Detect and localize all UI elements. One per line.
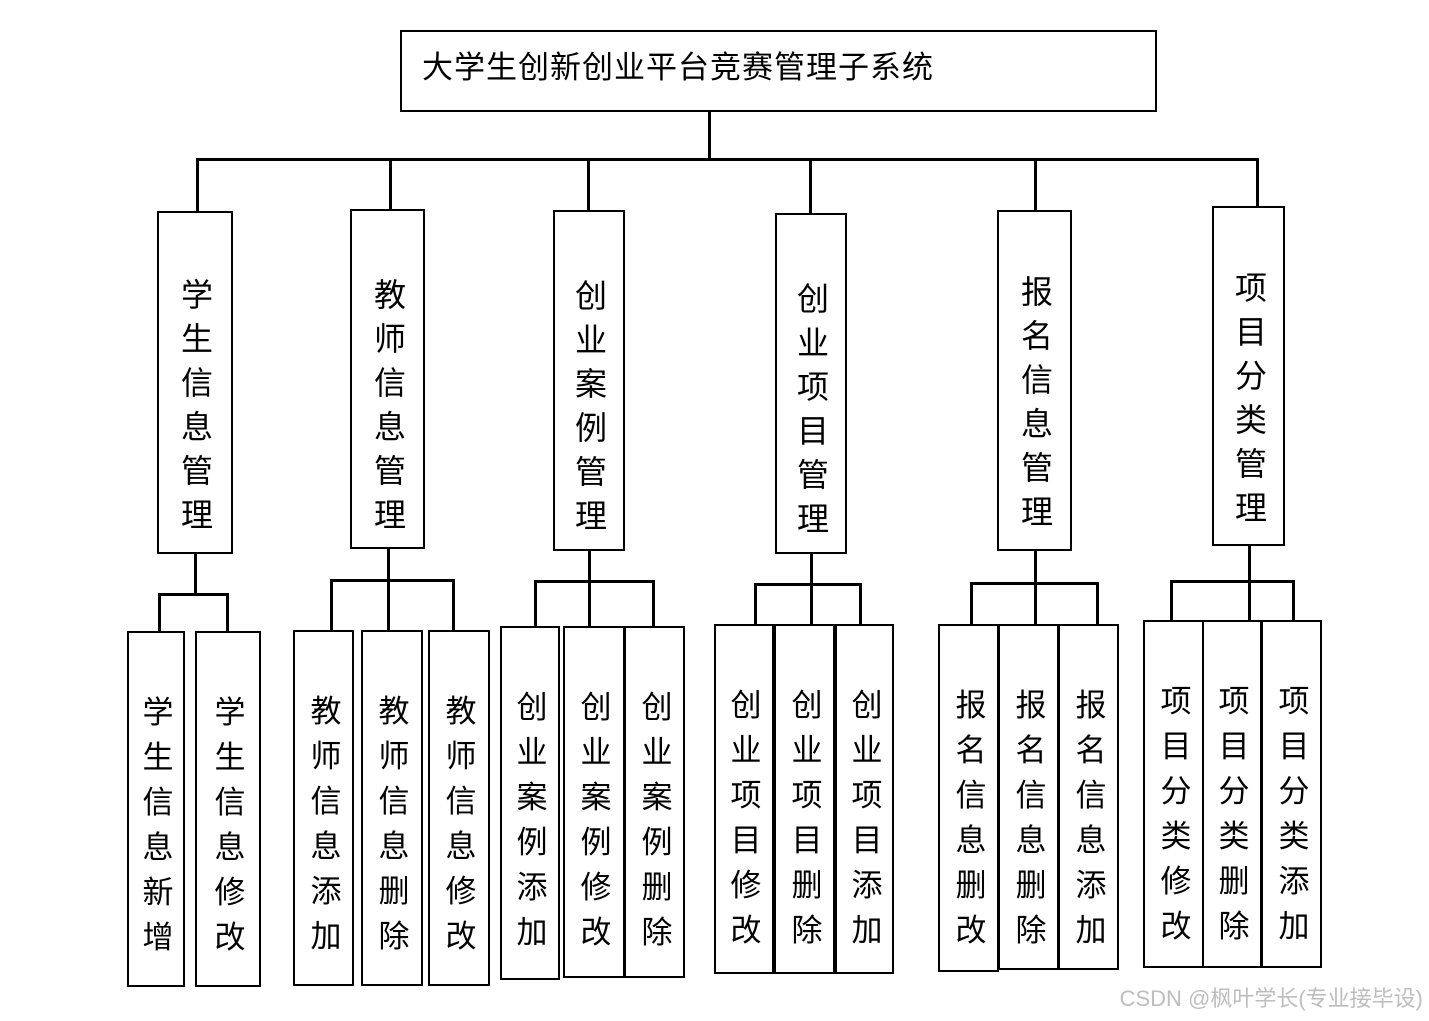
leaf-node: 创业项目删除 [774, 624, 835, 974]
leaf-node-label: 创业案例添加 [516, 690, 548, 951]
leaf-stem [387, 549, 390, 579]
leaf-node-label: 创业案例修改 [580, 690, 612, 951]
module-node: 教师信息管理 [350, 209, 425, 549]
module-node: 报名信息管理 [997, 210, 1072, 551]
leaf-bus [754, 583, 862, 586]
leaf-node-label: 项目分类修改 [1160, 684, 1192, 945]
leaf-connector [652, 580, 655, 626]
leaf-node: 教师信息添加 [293, 630, 354, 986]
leaf-connector [1248, 580, 1251, 620]
leaf-bus [534, 580, 655, 583]
leaf-node-label: 教师信息删除 [378, 694, 410, 955]
leaf-node-label: 创业项目修改 [730, 688, 762, 949]
module-node: 项目分类管理 [1212, 206, 1285, 546]
leaf-connector [588, 580, 591, 626]
leaf-connector [330, 579, 333, 630]
leaf-bus [1170, 580, 1295, 583]
root-node-label: 大学生创新创业平台竞赛管理子系统 [422, 50, 934, 86]
leaf-connector [970, 582, 973, 624]
leaf-stem [1034, 551, 1037, 582]
module-node: 创业案例管理 [553, 210, 625, 551]
leaf-node: 报名信息添加 [1058, 624, 1119, 970]
module-connector [389, 158, 392, 209]
root-connector [708, 112, 711, 160]
leaf-bus [330, 579, 455, 582]
leaf-connector [226, 593, 229, 631]
module-node-label: 创业项目管理 [796, 280, 829, 538]
leaf-connector [810, 583, 813, 624]
module-node-label: 报名信息管理 [1020, 273, 1053, 531]
leaf-node: 学生信息新增 [127, 631, 185, 987]
leaf-connector [754, 583, 757, 624]
module-connector [1256, 158, 1259, 206]
leaf-node: 项目分类添加 [1261, 620, 1322, 968]
module-node-label: 创业案例管理 [574, 277, 607, 535]
leaf-node-label: 项目分类添加 [1278, 684, 1310, 945]
leaf-node-label: 学生信息修改 [214, 695, 246, 956]
leaf-node: 报名信息删除 [998, 624, 1059, 970]
leaf-node: 报名信息删改 [938, 624, 999, 972]
leaf-connector [534, 580, 537, 626]
leaf-node-label: 项目分类删除 [1218, 684, 1250, 945]
leaf-stem [194, 554, 197, 593]
leaf-connector [859, 583, 862, 624]
leaf-node: 项目分类修改 [1143, 620, 1204, 968]
leaf-connector [452, 579, 455, 630]
leaf-node: 创业项目添加 [835, 624, 894, 974]
watermark: CSDN @枫叶学长(专业接毕设) [1119, 986, 1423, 1011]
module-connector [809, 158, 812, 213]
leaf-stem [810, 554, 813, 583]
leaf-node: 创业案例添加 [500, 626, 560, 980]
leaf-node-label: 报名信息添加 [1075, 688, 1107, 949]
leaf-node-label: 创业案例删除 [641, 690, 673, 951]
root-node: 大学生创新创业平台竞赛管理子系统 [400, 30, 1157, 112]
leaf-node: 创业案例删除 [624, 626, 685, 978]
leaf-connector [1096, 582, 1099, 624]
leaf-connector [1170, 580, 1173, 620]
leaf-node: 项目分类删除 [1202, 620, 1262, 968]
module-node: 创业项目管理 [775, 213, 847, 554]
leaf-node: 教师信息删除 [361, 630, 423, 986]
leaf-node-label: 教师信息添加 [310, 694, 342, 955]
leaf-node: 创业项目修改 [714, 624, 774, 974]
leaf-stem [1248, 546, 1251, 580]
module-connector [587, 158, 590, 210]
leaf-node-label: 报名信息删改 [955, 688, 987, 949]
leaf-node-label: 创业项目添加 [851, 688, 883, 949]
leaf-node-label: 创业项目删除 [791, 688, 823, 949]
leaf-connector [1034, 582, 1037, 624]
leaf-node: 教师信息修改 [428, 630, 490, 986]
module-node: 学生信息管理 [157, 211, 233, 554]
module-connector [196, 158, 199, 211]
leaf-node-label: 报名信息删除 [1015, 688, 1047, 949]
module-node-label: 项目分类管理 [1234, 269, 1267, 527]
leaf-connector [158, 593, 161, 631]
module-node-label: 学生信息管理 [180, 276, 213, 534]
leaf-node-label: 学生信息新增 [142, 695, 174, 956]
module-node-label: 教师信息管理 [373, 276, 406, 534]
leaf-node-label: 教师信息修改 [445, 694, 477, 955]
module-bus [196, 158, 1258, 161]
leaf-connector [387, 579, 390, 630]
leaf-node: 学生信息修改 [195, 631, 261, 987]
leaf-connector [1292, 580, 1295, 620]
leaf-node: 创业案例修改 [563, 626, 625, 978]
leaf-bus [158, 593, 229, 596]
module-connector [1034, 158, 1037, 210]
leaf-stem [588, 551, 591, 580]
